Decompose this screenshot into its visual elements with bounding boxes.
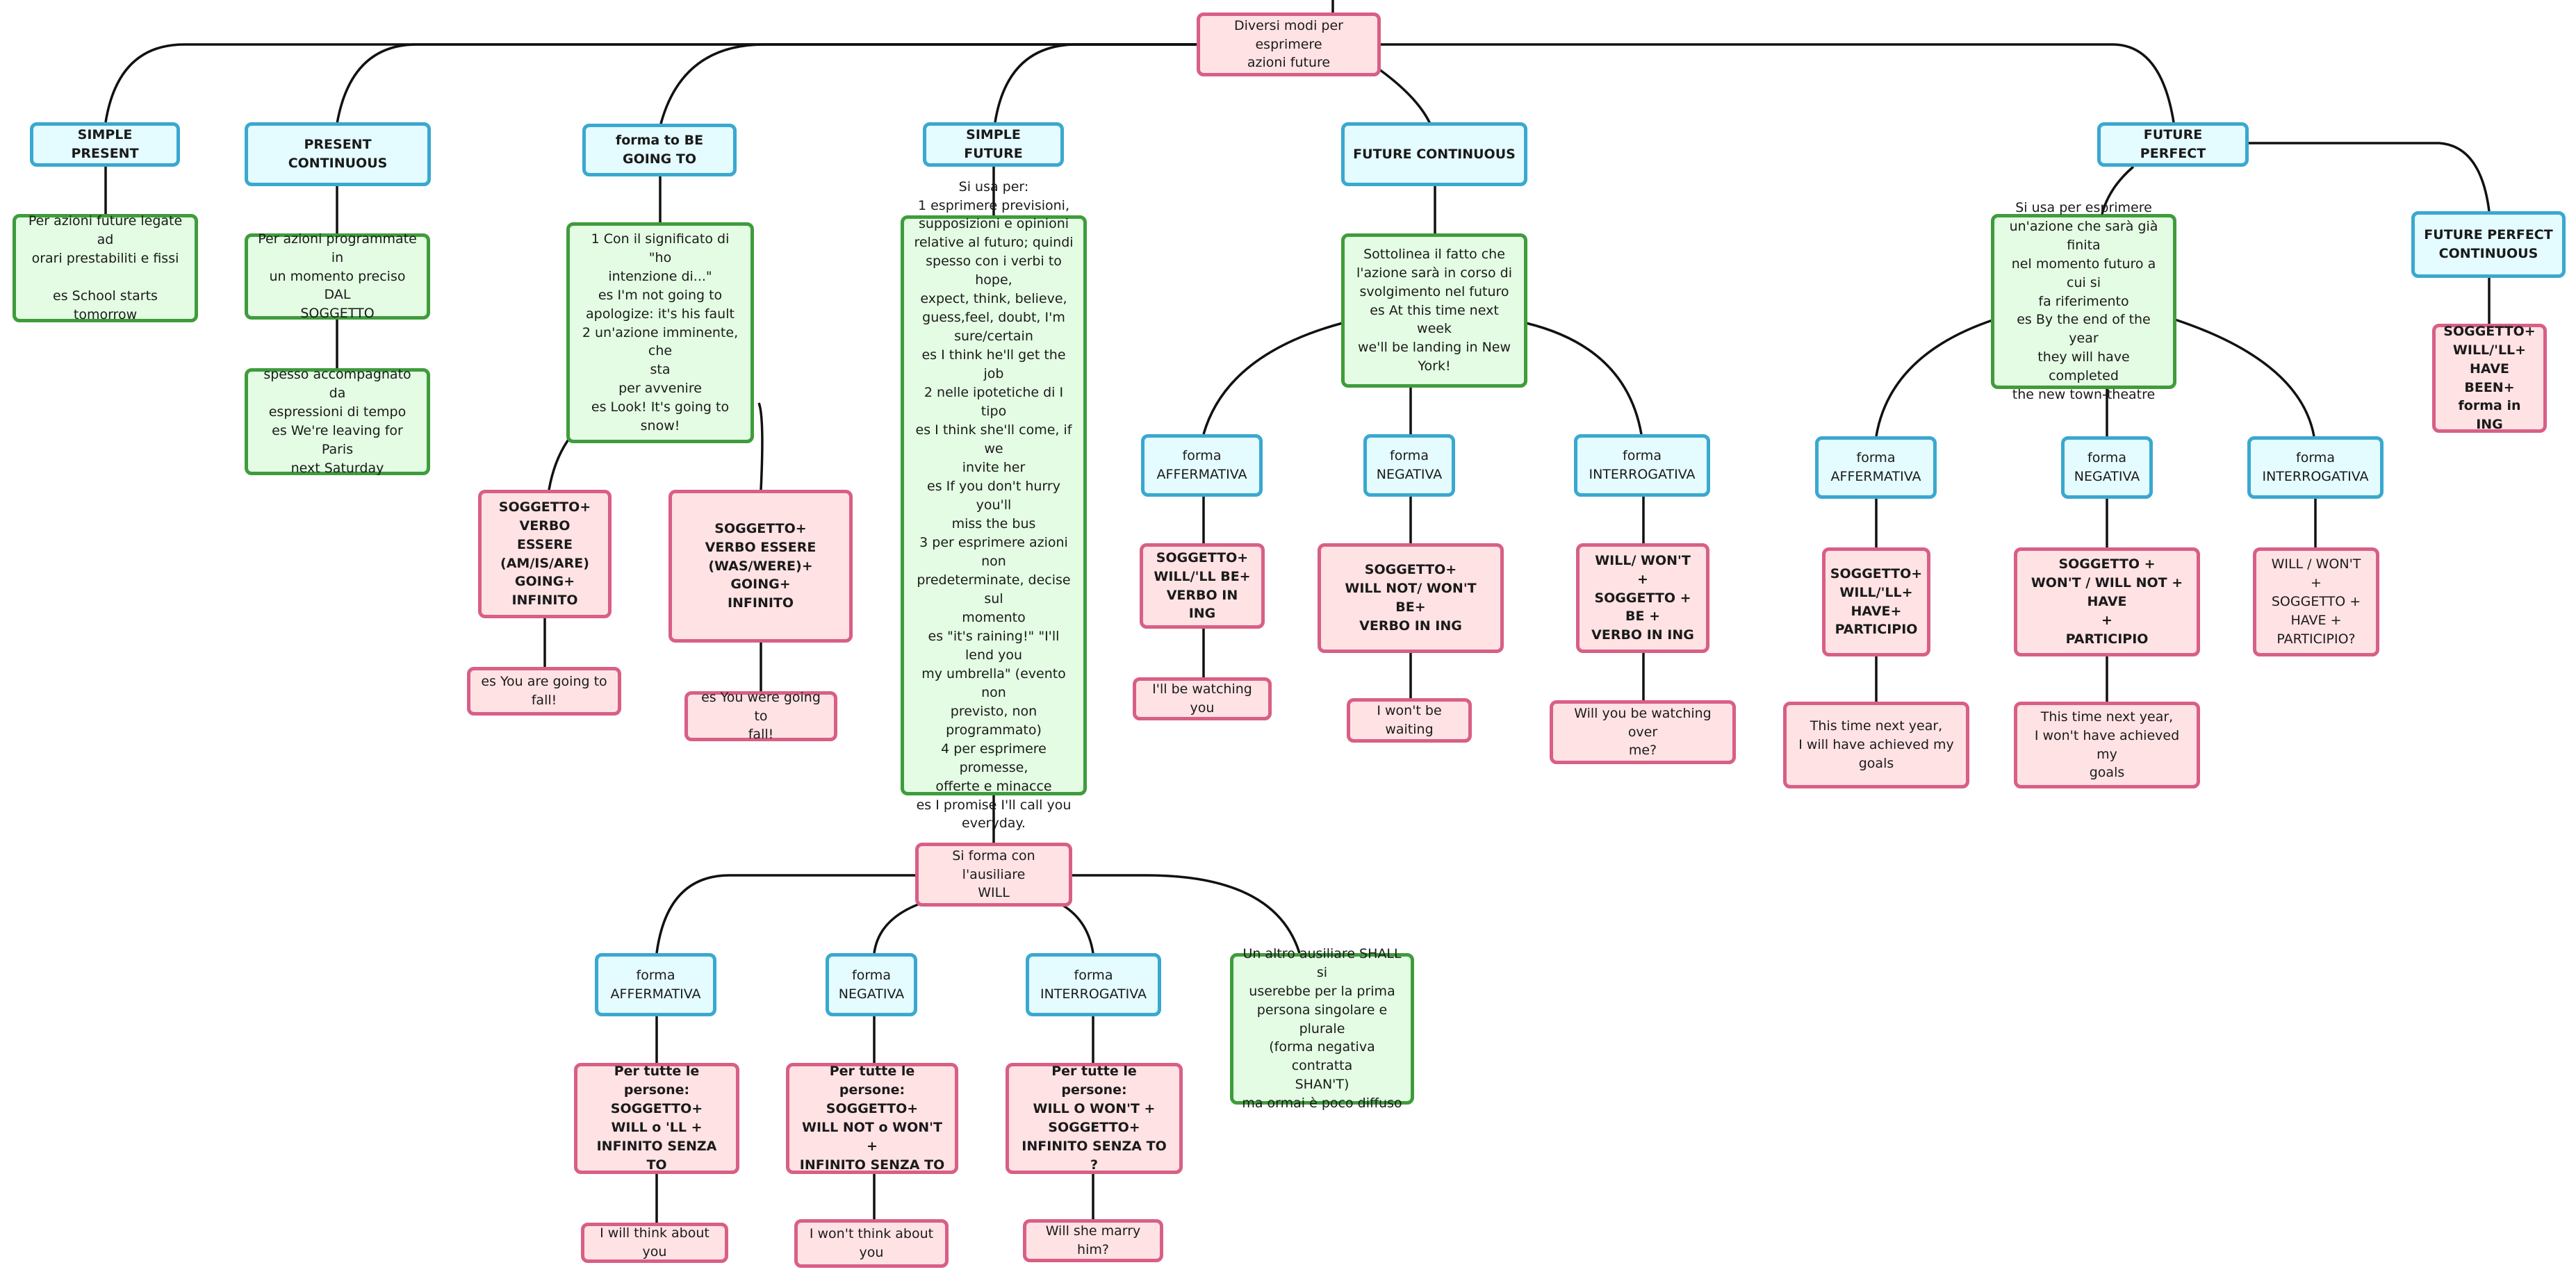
simple-future-title[interactable]: SIMPLE FUTURE [923, 122, 1064, 167]
going-to-description[interactable]: 1 Con il significato di "ho intenzione d… [566, 222, 754, 443]
future-perfect-interrogative-formula[interactable]: WILL / WON'T + SOGGETTO + HAVE + PARTICI… [2253, 547, 2379, 656]
future-perfect-negative-formula[interactable]: SOGGETTO + WON'T / WILL NOT + HAVE + PAR… [2014, 547, 2200, 656]
simple-future-interrogative-example[interactable]: Will she marry him? [1023, 1219, 1163, 1262]
simple-future-negative-formula[interactable]: Per tutte le persone: SOGGETTO+ WILL NOT… [786, 1063, 958, 1174]
root-node[interactable]: Diversi modi per esprimere azioni future [1197, 13, 1381, 76]
future-continuous-affirmative-example[interactable]: I'll be watching you [1133, 677, 1272, 720]
going-to-past-formula[interactable]: SOGGETTO+ VERBO ESSERE (WAS/WERE)+ GOING… [668, 490, 853, 643]
future-continuous-negative-label[interactable]: forma NEGATIVA [1363, 434, 1455, 497]
simple-future-affirmative-label[interactable]: forma AFFERMATIVA [595, 953, 716, 1016]
future-perfect-continuous-title[interactable]: FUTURE PERFECT CONTINUOUS [2411, 211, 2566, 278]
future-perfect-description[interactable]: Si usa per esprimere un'azione che sarà … [1991, 200, 2176, 402]
future-continuous-description[interactable]: Sottolinea il fatto che l'azione sarà in… [1341, 233, 1527, 388]
present-continuous-title[interactable]: PRESENT CONTINUOUS [245, 122, 431, 186]
going-to-title[interactable]: forma to BE GOING TO [582, 124, 737, 176]
present-continuous-note[interactable]: spesso accompagnato da espressioni di te… [245, 367, 430, 476]
simple-future-description[interactable]: Si usa per: 1 esprimere previsioni, supp… [901, 179, 1087, 831]
simple-future-will-node[interactable]: Si forma con l'ausiliare WILL [915, 843, 1072, 907]
going-to-present-formula[interactable]: SOGGETTO+ VERBO ESSERE (AM/IS/ARE) GOING… [478, 490, 612, 618]
future-perfect-negative-label[interactable]: forma NEGATIVA [2061, 436, 2153, 499]
future-perfect-affirmative-example[interactable]: This time next year, I will have achieve… [1783, 702, 1969, 788]
present-continuous-description[interactable]: Per azioni programmate in un momento pre… [245, 231, 430, 321]
simple-future-affirmative-formula[interactable]: Per tutte le persone: SOGGETTO+ WILL o '… [574, 1063, 739, 1174]
simple-future-interrogative-label[interactable]: forma INTERROGATIVA [1026, 953, 1161, 1016]
future-continuous-interrogative-formula[interactable]: WILL/ WON'T + SOGGETTO + BE + VERBO IN I… [1576, 543, 1709, 653]
simple-present-title[interactable]: SIMPLE PRESENT [30, 122, 180, 167]
future-perfect-affirmative-formula[interactable]: SOGGETTO+ WILL/'LL+ HAVE+ PARTICIPIO [1822, 547, 1930, 656]
future-perfect-affirmative-label[interactable]: forma AFFERMATIVA [1815, 436, 1937, 499]
future-continuous-affirmative-formula[interactable]: SOGGETTO+ WILL/'LL BE+ VERBO IN ING [1140, 543, 1265, 629]
future-continuous-title[interactable]: FUTURE CONTINUOUS [1341, 122, 1527, 186]
simple-future-affirmative-example[interactable]: I will think about you [581, 1223, 728, 1263]
going-to-present-example[interactable]: es You are going to fall! [467, 667, 621, 716]
future-perfect-interrogative-label[interactable]: forma INTERROGATIVA [2247, 436, 2384, 499]
future-continuous-affirmative-label[interactable]: forma AFFERMATIVA [1141, 434, 1263, 497]
future-continuous-interrogative-example[interactable]: Will you be watching over me? [1550, 700, 1736, 764]
simple-future-interrogative-formula[interactable]: Per tutte le persone: WILL O WON'T + SOG… [1006, 1063, 1183, 1174]
simple-future-negative-label[interactable]: forma NEGATIVA [826, 953, 917, 1016]
future-perfect-continuous-formula[interactable]: SOGGETTO+ WILL/'LL+ HAVE BEEN+ forma in … [2432, 324, 2547, 433]
future-continuous-negative-formula[interactable]: SOGGETTO+ WILL NOT/ WON'T BE+ VERBO IN I… [1318, 543, 1504, 653]
future-continuous-negative-example[interactable]: I won't be waiting [1347, 698, 1472, 743]
shall-note[interactable]: Un altro ausiliare SHALL si userebbe per… [1230, 946, 1414, 1111]
future-perfect-negative-example[interactable]: This time next year, I won't have achiev… [2014, 702, 2200, 788]
future-continuous-interrogative-label[interactable]: forma INTERROGATIVA [1574, 434, 1710, 497]
simple-future-negative-example[interactable]: I won't think about you [794, 1219, 949, 1268]
simple-present-description[interactable]: Per azioni future legate ad orari presta… [13, 213, 198, 322]
future-perfect-title[interactable]: FUTURE PERFECT [2097, 122, 2249, 167]
going-to-past-example[interactable]: es You were going to fall! [684, 690, 837, 742]
